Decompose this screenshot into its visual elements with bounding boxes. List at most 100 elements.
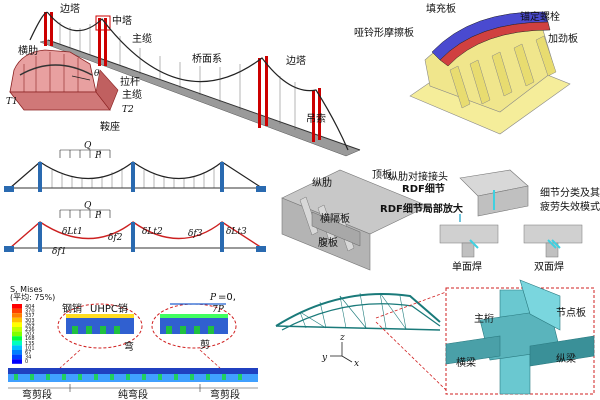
label-double-weld: 双面焊 — [534, 261, 564, 273]
label-p2: P — [94, 211, 102, 221]
stiffener-plates — [449, 35, 557, 109]
cross-beam-member — [445, 335, 501, 365]
legend-swatch — [12, 354, 22, 360]
label-rdf-local: RDF细节局部放大 — [380, 202, 463, 215]
cable-curve-top — [9, 161, 263, 189]
label-stiffener: 加劲板 — [548, 32, 578, 45]
axis-triad — [330, 342, 353, 363]
label-steel-pin: 钢销 — [62, 302, 82, 315]
label-deck: 桥面系 — [192, 53, 222, 65]
label-side-tower-left: 边塔 — [60, 2, 80, 15]
label-longitudinal-rib: 纵肋 — [312, 176, 332, 189]
legend-value: 0 — [25, 359, 28, 365]
label-rib-joint: 纵肋对接接头 — [388, 170, 448, 183]
label-main-truss: 主桁 — [474, 312, 494, 325]
legend-value: 101 — [25, 345, 35, 351]
label-rdf-detail: RDF细节 — [402, 182, 445, 195]
label-axis-y: y — [321, 353, 328, 363]
label-uhpc-pin: UHPC销 — [90, 302, 128, 315]
legend-swatch — [12, 322, 22, 327]
filler-plate-band — [439, 21, 551, 67]
callout-left — [57, 303, 143, 349]
label-load2: 7P — [212, 305, 225, 315]
label-cross-beam: 横梁 — [456, 356, 476, 369]
label-t1: T1 — [6, 97, 18, 107]
panel-cable-load: Q P Q P δLt1 δf1 δf2 δLt2 δf3 δLt3 — [4, 141, 266, 257]
legend-value: 67 — [25, 350, 31, 356]
legend-swatch — [12, 336, 22, 341]
label-load-eq: =0, — [218, 292, 236, 303]
diaphragm-plate — [311, 211, 361, 247]
double-weld-detail — [523, 224, 583, 258]
beam-body — [8, 374, 258, 382]
legend-value: 34 — [25, 355, 31, 361]
legend-value: 202 — [25, 332, 35, 338]
legend-value: 370 — [25, 309, 35, 315]
label-dl2: δLt2 — [142, 227, 163, 237]
label-rib: 横肋 — [18, 44, 38, 57]
label-side-tower-right: 边塔 — [286, 54, 306, 67]
label-saddle: 鞍座 — [100, 120, 120, 133]
legend-value: 303 — [25, 318, 35, 324]
label-q1: Q — [84, 141, 92, 151]
legend-swatch — [12, 359, 22, 364]
legend-swatch — [12, 340, 22, 346]
label-shear: 剪 — [200, 338, 210, 351]
label-fatigue-mode: 疲劳失效模式 — [540, 200, 600, 213]
label-p1: P — [94, 151, 102, 161]
legend-value: 135 — [25, 341, 35, 347]
tower-mid — [95, 15, 111, 66]
label-mid-tower: 中塔 — [112, 14, 132, 27]
legend-swatch — [12, 308, 22, 314]
tower-left — [44, 12, 53, 46]
label-cable2: 主缆 — [122, 88, 142, 101]
single-weld-detail — [439, 224, 499, 258]
legend-swatch — [12, 331, 22, 337]
label-axis-x: x — [354, 359, 359, 369]
panel-fem-beam: S, Mises (平均: 75%) 404370337303269236202… — [8, 285, 258, 400]
main-cable — [29, 11, 349, 151]
panel-rdf-detail: 顶板 纵肋对接接头 RDF细节 纵肋 RDF细节局部放大 横隔板 腹板 细节分类… — [281, 168, 600, 273]
legend-value: 168 — [25, 336, 35, 342]
label-web: 腹板 — [318, 236, 338, 249]
arch-truss — [275, 293, 441, 327]
cable-curve-bottom — [9, 221, 263, 249]
panel-saddle-detail: 填充板 锚定螺栓 哑铃形摩擦板 加劲板 — [354, 2, 578, 135]
label-df3: δf3 — [188, 229, 203, 239]
label-hanger: 吊索 — [306, 112, 326, 125]
label-main-cable: 主缆 — [132, 32, 152, 45]
legend-value: 404 — [25, 304, 35, 310]
label-anchor-bolt: 锚定螺栓 — [520, 10, 560, 23]
label-top-plate: 顶板 — [372, 168, 392, 181]
hangers — [59, 22, 296, 130]
callout-right — [151, 303, 237, 349]
label-tie-rod: 拉杆 — [120, 75, 140, 88]
label-axis-z: z — [339, 333, 345, 343]
label-seg-right: 弯剪段 — [210, 388, 240, 400]
legend-subtitle: (平均: 75%) — [10, 292, 55, 302]
legend-swatch — [12, 327, 22, 332]
label-filler: 填充板 — [426, 2, 456, 15]
stringer-member — [529, 335, 595, 367]
legend-value: 269 — [25, 322, 35, 328]
label-bend: 弯 — [124, 340, 134, 353]
label-seg-mid: 纯弯段 — [118, 388, 148, 400]
label-df2: δf2 — [108, 233, 123, 243]
tower-right — [258, 56, 268, 128]
panel-truss-node: z y x 主桁 节点板 横梁 纵梁 — [275, 279, 595, 395]
label-q2: Q — [84, 201, 92, 211]
label-friction-plate: 哑铃形摩擦板 — [354, 26, 414, 39]
panel-suspension-bridge: 边塔 中塔 主缆 桥面系 边塔 吊索 横肋 θ 拉杆 主缆 T1 T2 鞍座 — [6, 2, 361, 157]
beam-top-flange — [8, 368, 258, 374]
legend-title: S, Mises — [10, 285, 43, 294]
legend-swatch — [12, 313, 22, 318]
legend-value: 337 — [25, 313, 35, 319]
label-dl1: δLt1 — [62, 227, 83, 237]
tower-end — [312, 88, 321, 142]
label-single-weld: 单面焊 — [452, 261, 482, 273]
saddle — [9, 49, 119, 111]
legend-swatch — [12, 350, 22, 355]
label-stringer: 纵梁 — [556, 352, 576, 365]
